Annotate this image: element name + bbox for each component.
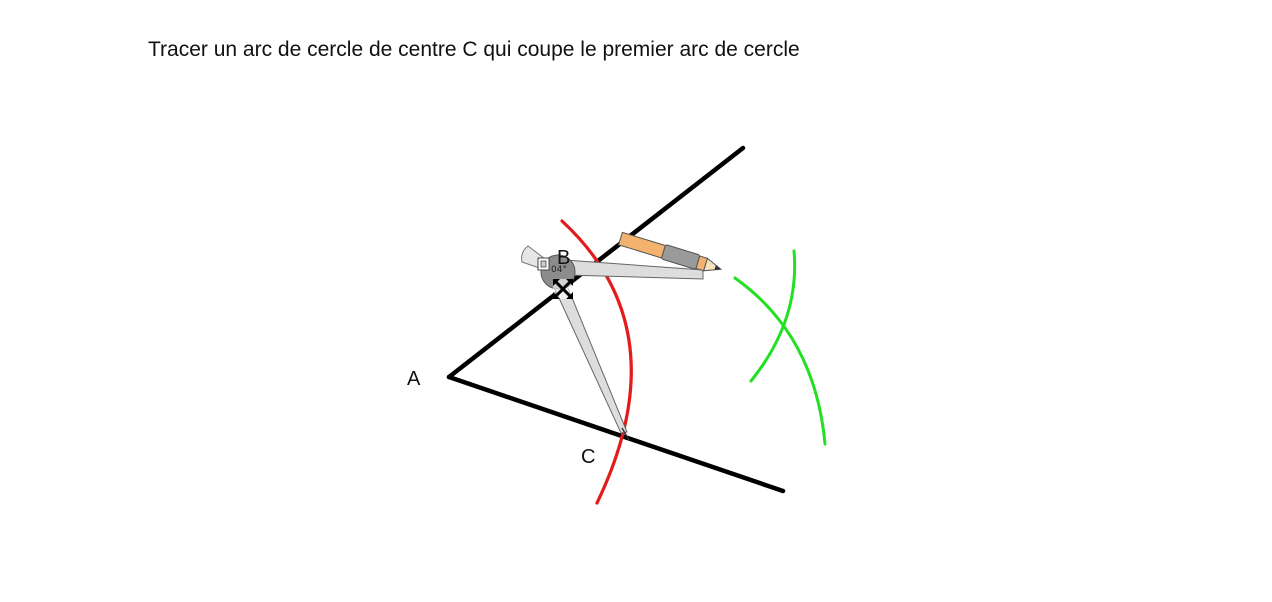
- arc-from-c: [749, 249, 797, 383]
- compass-angle-readout: 04°: [551, 265, 567, 275]
- ray-ac: [446, 374, 786, 494]
- compass-needle-leg[interactable]: [552, 282, 628, 434]
- pencil-tip: [702, 257, 723, 272]
- pencil[interactable]: [617, 231, 723, 276]
- angle-lines: [446, 145, 786, 494]
- arc-from-b: [733, 276, 827, 446]
- point-label-a: A: [407, 368, 421, 390]
- point-label-c: C: [581, 446, 595, 468]
- compass-tool[interactable]: 04°: [521, 231, 723, 441]
- compass-needle-tip: [621, 427, 630, 441]
- first-arc: [560, 219, 633, 505]
- lock-icon[interactable]: [537, 257, 550, 271]
- pencil-body: [617, 231, 666, 259]
- move-arrows-icon[interactable]: [553, 279, 573, 299]
- instruction-text: Tracer un arc de cercle de centre C qui …: [148, 38, 800, 61]
- point-label-b: B: [557, 247, 570, 269]
- pencil-lead: [714, 265, 721, 270]
- pencil-grip: [661, 244, 701, 270]
